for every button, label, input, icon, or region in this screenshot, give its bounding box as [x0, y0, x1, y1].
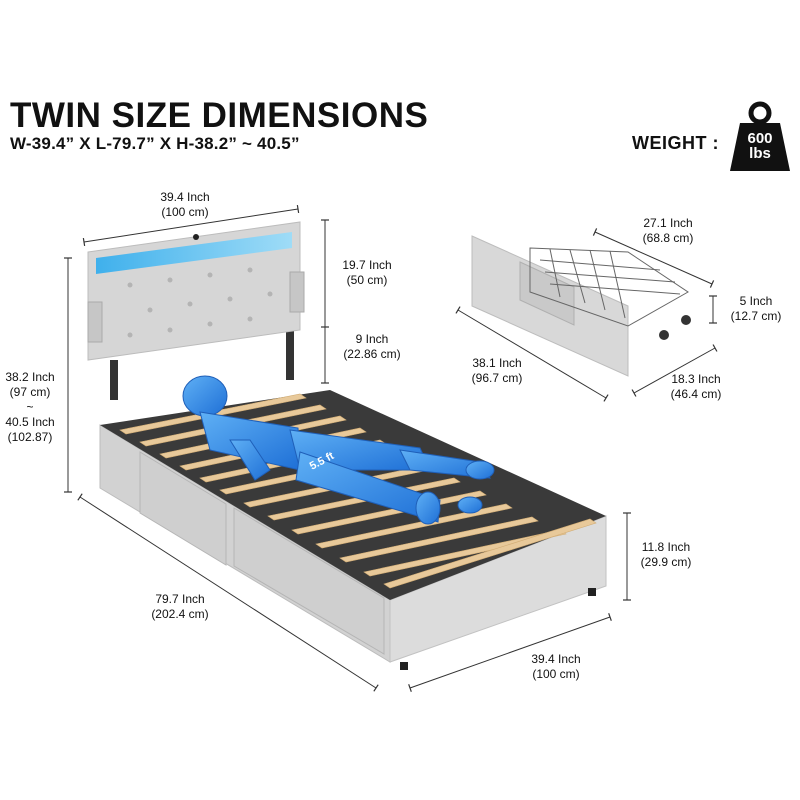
side-pocket: [289, 271, 305, 313]
drawer-length-line: [455, 306, 609, 402]
wire-basket: [529, 247, 689, 327]
weight-label: WEIGHT :: [632, 133, 719, 153]
dimension-lines: [64, 204, 718, 692]
drawer-length-label: 38.1 Inch (96.7 cm): [471, 356, 523, 385]
drawer-height-label: 5 Inch (12.7 cm): [730, 294, 782, 323]
headboard-upper-height-label: 19.7 Inch (50 cm): [342, 258, 392, 287]
drawer-width-line: [631, 344, 718, 397]
drawer-width-label: 18.3 Inch (46.4 cm): [670, 372, 722, 401]
weight-number: 600: [747, 130, 773, 147]
mannequin: [182, 375, 495, 525]
dimensions-summary: W-39.4” X L-79.7” X H-38.2” ~ 40.5”: [10, 134, 300, 153]
headboard: [87, 221, 305, 400]
drawer-wheel: [681, 315, 691, 325]
weight-unit: lbs: [749, 145, 771, 162]
drawer-illustration: [471, 235, 691, 377]
weight-value: 600 lbs: [728, 131, 792, 161]
weight-icon: [730, 101, 790, 171]
bed-slats: [119, 393, 597, 589]
drawer-depth-label: 27.1 Inch (68.8 cm): [642, 216, 694, 245]
bed-length-line: [77, 493, 379, 692]
drawer-wheel: [659, 330, 669, 340]
headboard-width-line: [82, 204, 300, 247]
drawer-depth-line: [592, 228, 715, 288]
bed-width-label: 39.4 Inch (100 cm): [531, 652, 581, 681]
total-height-label: 38.2 Inch (97 cm) ~ 40.5 Inch (102.87): [5, 370, 55, 444]
bed-length-label: 79.7 Inch (202.4 cm): [151, 592, 209, 621]
headboard-width-label: 39.4 Inch (100 cm): [160, 190, 210, 219]
led-strip: [96, 232, 292, 274]
page-title: TWIN SIZE DIMENSIONS: [10, 96, 429, 135]
side-rail-height-label: 11.8 Inch (29.9 cm): [640, 540, 692, 569]
headboard-lower-height-label: 9 Inch (22.86 cm): [343, 332, 401, 361]
bed-width-line: [408, 613, 612, 692]
tufting-buttons: [127, 267, 273, 338]
side-pocket: [87, 301, 103, 343]
